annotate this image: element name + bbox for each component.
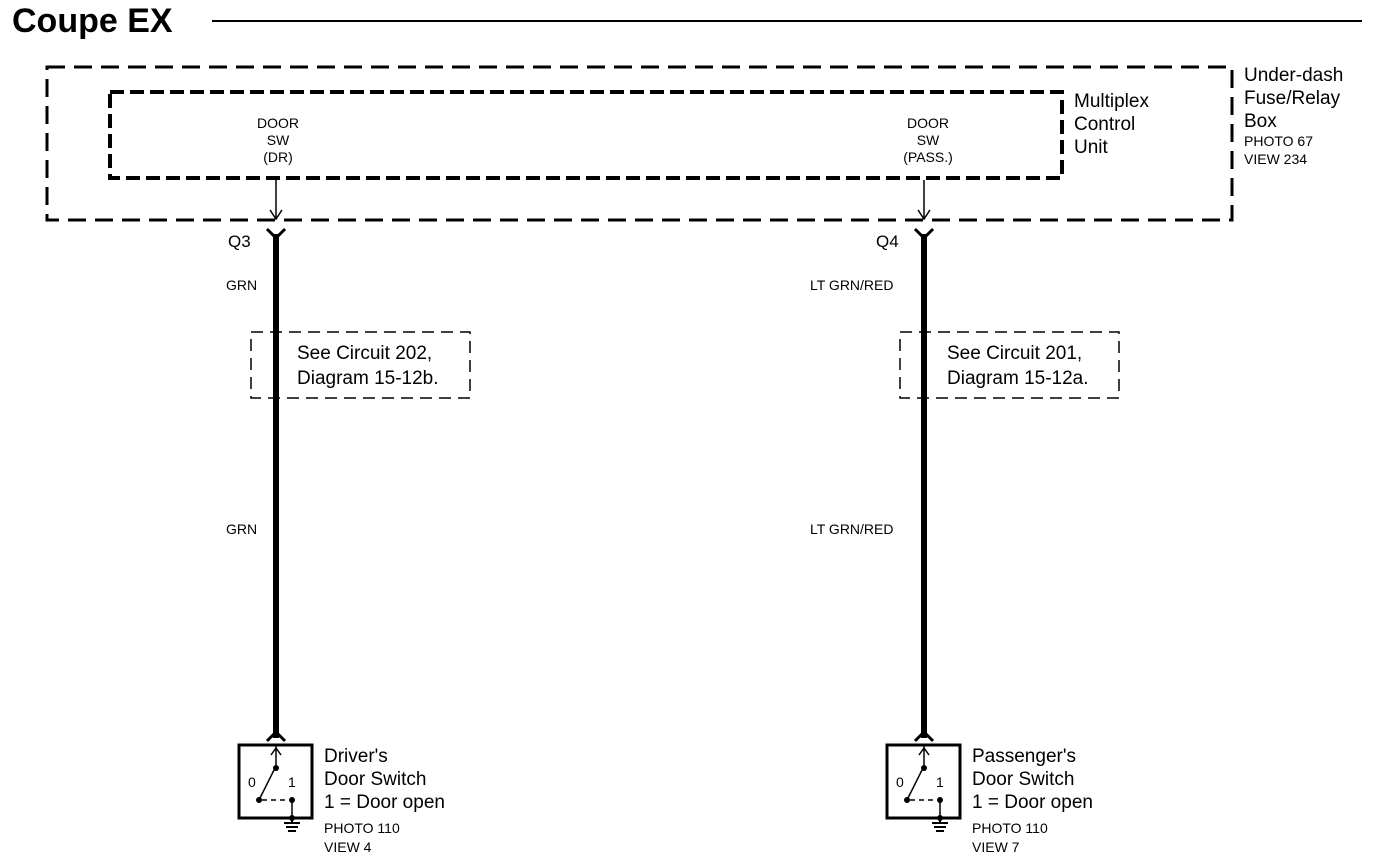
passenger-circuit: DOOR SW (PASS.) Q4 LT GRN/RED See Circui… — [810, 115, 1120, 855]
fuse-box-name-line: Box — [1244, 111, 1277, 132]
circuit-reference-line: See Circuit 202, — [297, 343, 432, 364]
mcu-name-line: Unit — [1074, 137, 1109, 158]
switch-name-line: Passenger's — [972, 746, 1076, 767]
terminal-label-line: DOOR — [257, 115, 299, 131]
terminal-label-line: (PASS.) — [903, 149, 953, 165]
switch-photo: PHOTO 110 — [972, 820, 1048, 836]
wire-color-label: LT GRN/RED — [810, 277, 894, 293]
pin-label: Q4 — [876, 232, 899, 251]
switch-state-note: 1 = Door open — [324, 792, 445, 813]
terminal-label-line: DOOR — [907, 115, 949, 131]
switch-state-note: 1 = Door open — [972, 792, 1093, 813]
mcu-outline — [108, 90, 1064, 180]
circuit-reference-line: See Circuit 201, — [947, 343, 1082, 364]
switch-position-label: 0 — [248, 774, 256, 790]
fuse-box-name-line: Under-dash — [1244, 65, 1343, 86]
circuit-reference-line: Diagram 15-12b. — [297, 368, 439, 389]
switch-name-line: Driver's — [324, 746, 388, 767]
terminal-label-line: (DR) — [263, 149, 293, 165]
switch-position-label: 1 — [288, 774, 296, 790]
driver-circuit: DOOR SW (DR) Q3 GRN See Circuit 202, Dia… — [226, 115, 471, 855]
fuse-box-view: VIEW 234 — [1244, 151, 1307, 167]
ground-icon — [284, 815, 300, 832]
door-switch-icon: 0 1 — [885, 743, 962, 820]
fuse-box-name-line: Fuse/Relay — [1244, 88, 1341, 109]
switch-name-line: Door Switch — [324, 769, 426, 790]
circuit-reference-box — [899, 331, 1120, 399]
switch-connector-icon — [913, 729, 935, 743]
mcu-name-line: Multiplex — [1074, 91, 1149, 112]
wire-color-label: GRN — [226, 277, 257, 293]
fuse-box-photo: PHOTO 67 — [1244, 133, 1313, 149]
ground-icon — [932, 815, 948, 832]
switch-position-label: 1 — [936, 774, 944, 790]
switch-photo: PHOTO 110 — [324, 820, 400, 836]
circuit-reference-line: Diagram 15-12a. — [947, 368, 1089, 389]
mcu-label: Multiplex Control Unit — [1074, 91, 1149, 158]
wire-color-label: GRN — [226, 521, 257, 537]
mcu-name-line: Control — [1074, 114, 1135, 135]
fuse-relay-box-label: Under-dash Fuse/Relay Box PHOTO 67 VIEW … — [1244, 65, 1343, 167]
terminal-arrow-icon — [917, 209, 931, 221]
switch-connector-icon — [265, 729, 287, 743]
terminal-arrow-icon — [269, 209, 283, 221]
switch-view: VIEW 4 — [324, 839, 372, 855]
switch-position-label: 0 — [896, 774, 904, 790]
door-switch-icon: 0 1 — [237, 743, 314, 820]
terminal-label-line: SW — [267, 132, 290, 148]
switch-view: VIEW 7 — [972, 839, 1020, 855]
pin-label: Q3 — [228, 232, 251, 251]
terminal-label-line: SW — [917, 132, 940, 148]
switch-name-line: Door Switch — [972, 769, 1074, 790]
fuse-relay-box-outline — [45, 65, 1234, 222]
circuit-reference-box — [250, 331, 471, 399]
wire-color-label: LT GRN/RED — [810, 521, 894, 537]
page-title: Coupe EX — [12, 2, 173, 40]
